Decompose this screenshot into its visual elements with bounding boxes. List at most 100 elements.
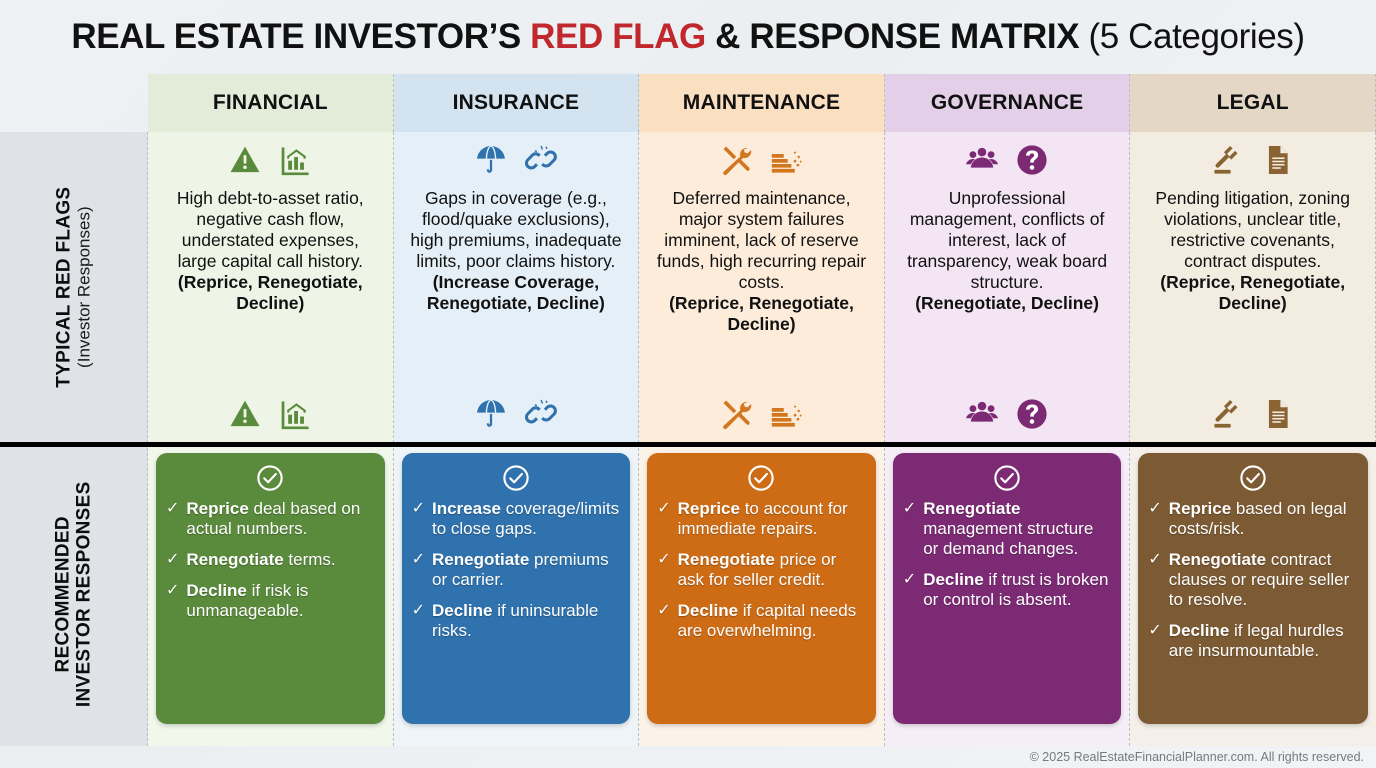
column-header-label: MAINTENANCE xyxy=(682,91,841,114)
response-card[interactable]: ✓Reprice to account for immediate repair… xyxy=(647,453,876,724)
response-cell-insurance: ✓Increase coverage/limits to close gaps.… xyxy=(393,443,640,746)
red-flag-response-list: (Renegotiate, Decline) xyxy=(915,293,1099,313)
red-flag-response-list: (Reprice, Renegotiate, Decline) xyxy=(177,272,363,313)
question-mark-circle-icon xyxy=(1015,143,1049,182)
check-mark-icon: ✓ xyxy=(411,551,425,569)
response-bullet-text: Reprice to account for immediate repairs… xyxy=(678,499,866,539)
column-header-legal: LEGAL xyxy=(1130,74,1376,132)
grid-corner xyxy=(0,74,148,132)
warning-triangle-icon xyxy=(228,397,262,436)
check-circle-icon xyxy=(166,463,375,493)
response-bullet-list: ✓Reprice deal based on actual numbers.✓R… xyxy=(166,499,375,621)
check-mark-icon: ✓ xyxy=(1148,622,1162,640)
title-highlight: RED FLAG xyxy=(530,17,706,56)
response-action: Renegotiate xyxy=(186,550,284,570)
response-bullet-text: Decline if capital needs are overwhelmin… xyxy=(678,601,866,641)
people-group-icon xyxy=(965,397,999,436)
response-action: Renegotiate xyxy=(677,550,775,570)
tools-icon xyxy=(719,143,753,182)
response-action: Decline xyxy=(677,601,739,621)
check-circle-icon xyxy=(1148,463,1358,493)
page-title: REAL ESTATE INVESTOR’S RED FLAG & RESPON… xyxy=(71,17,1306,57)
matrix-grid: FINANCIAL INSURANCE MAINTENANCE GOVERNANCE L… xyxy=(0,74,1376,746)
response-action: Increase xyxy=(432,499,501,518)
check-mark-icon: ✓ xyxy=(1148,551,1162,569)
response-bullet: ✓ Decline if legal hurdles are insurmount… xyxy=(1148,621,1358,661)
response-bullet-text: Reprice based on legal costs/risk. xyxy=(1169,499,1358,539)
response-bullet: ✓Reprice based on legal costs/risk. xyxy=(1148,499,1358,539)
column-header-label: LEGAL xyxy=(1216,91,1289,114)
response-bullet: ✓ Decline if trust is broken or control i… xyxy=(903,570,1112,610)
response-bullet-list: ✓Reprice based on legal costs/risk.✓Rene… xyxy=(1148,499,1358,661)
response-bullet-text: Renegotiate management structure or dema… xyxy=(923,499,1111,559)
red-flag-response-list: (Increase Coverage, Renegotiate, Decline… xyxy=(426,272,605,313)
response-bullet-text: Decline if risk is unmanageable. xyxy=(186,581,374,621)
response-action: Reprice xyxy=(677,499,740,518)
umbrella-icon xyxy=(474,143,508,182)
response-bullet: ✓Reprice to account for immediate repair… xyxy=(657,499,866,539)
response-bullet: ✓Renegotiate price or ask for seller cre… xyxy=(657,550,866,590)
response-bullet-text: Renegotiate terms. xyxy=(186,550,335,570)
response-detail: to account for immediate repairs. xyxy=(677,499,848,539)
response-card[interactable]: ✓Reprice based on legal costs/risk.✓Rene… xyxy=(1138,453,1368,724)
red-flag-text: Pending litigation, zoning violations, u… xyxy=(1140,184,1365,316)
red-flag-description: Pending litigation, zoning violations, u… xyxy=(1155,188,1350,271)
title-paren: (5 Categories) xyxy=(1088,17,1306,56)
bar-chart-house-icon xyxy=(278,143,312,182)
bar-chart-house-icon xyxy=(278,397,312,436)
warning-triangle-icon xyxy=(228,143,262,182)
response-action: Reprice xyxy=(1168,499,1232,518)
red-flag-text: Unprofessional management, conflicts of … xyxy=(895,184,1120,316)
question-mark-circle-icon xyxy=(1015,397,1049,436)
column-header-label: FINANCIAL xyxy=(212,91,328,114)
icon-row-bottom xyxy=(474,395,558,437)
icon-row-top xyxy=(228,140,312,184)
response-detail: based on legal costs/risk. xyxy=(1168,499,1347,539)
response-cell-financial: ✓Reprice deal based on actual numbers.✓R… xyxy=(148,443,394,746)
crumbling-brick-wall-icon xyxy=(769,143,803,182)
document-icon xyxy=(1261,143,1295,182)
response-cell-maintenance: ✓Reprice to account for immediate repair… xyxy=(639,443,885,746)
column-header-label: GOVERNANCE xyxy=(930,91,1084,114)
response-bullet-text: Renegotiate contract clauses or require … xyxy=(1169,550,1358,610)
check-mark-icon: ✓ xyxy=(902,571,917,589)
document-icon xyxy=(1261,397,1295,436)
response-detail: if capital needs are overwhelming. xyxy=(677,601,857,641)
response-bullet: ✓ Renegotiate contract clauses or require… xyxy=(1148,550,1358,610)
red-flag-description: Deferred maintenance, major system failu… xyxy=(656,188,867,292)
gavel-icon xyxy=(1211,397,1245,436)
response-detail: management structure or demand changes. xyxy=(923,519,1094,559)
check-mark-icon: ✓ xyxy=(902,500,917,517)
response-cell-legal: ✓Reprice based on legal costs/risk.✓Rene… xyxy=(1130,443,1376,746)
column-header-insurance: INSURANCE xyxy=(393,74,640,132)
response-action: Decline xyxy=(1168,621,1230,641)
row-divider xyxy=(0,442,1376,447)
red-flag-description: High debt-to-asset ratio, negative cash … xyxy=(176,188,364,271)
response-bullet: ✓Decline if uninsurable risks. xyxy=(412,601,621,641)
icon-row-bottom xyxy=(228,395,312,437)
red-flag-response-list: (Reprice, Renegotiate, Decline) xyxy=(669,293,854,334)
red-flag-response-list: (Reprice, Renegotiate, Decline) xyxy=(1160,272,1346,313)
response-bullet-text: Decline if trust is broken or control is… xyxy=(923,570,1111,610)
response-card[interactable]: ✓Increase coverage/limits to close gaps.… xyxy=(401,453,631,724)
broken-chain-icon xyxy=(524,143,558,182)
check-mark-icon: ✓ xyxy=(411,500,425,517)
response-action: Decline xyxy=(923,570,984,590)
response-bullet: ✓Renegotiate premiums or carrier. xyxy=(412,550,621,590)
red-flag-text: Deferred maintenance, major system failu… xyxy=(649,184,874,337)
check-circle-icon xyxy=(657,463,866,493)
response-card[interactable]: ✓Reprice deal based on actual numbers.✓R… xyxy=(156,453,385,724)
response-card[interactable]: ✓ Renegotiate management structure or dem… xyxy=(892,453,1122,724)
response-action: Renegotiate xyxy=(923,499,1021,518)
title-bar: REAL ESTATE INVESTOR’S RED FLAG & RESPON… xyxy=(0,0,1376,74)
response-action: Renegotiate xyxy=(1168,550,1267,570)
broken-chain-icon xyxy=(524,397,558,436)
column-header-label: INSURANCE xyxy=(452,91,580,114)
red-flag-description: Unprofessional management, conflicts of … xyxy=(907,188,1108,292)
response-bullet-list: ✓ Renegotiate management structure or dem… xyxy=(903,499,1112,610)
icon-row-bottom xyxy=(1211,395,1295,437)
response-detail: if legal hurdles are insurmountable. xyxy=(1168,621,1344,661)
response-detail: terms. xyxy=(283,550,336,570)
gavel-icon xyxy=(1211,143,1245,182)
